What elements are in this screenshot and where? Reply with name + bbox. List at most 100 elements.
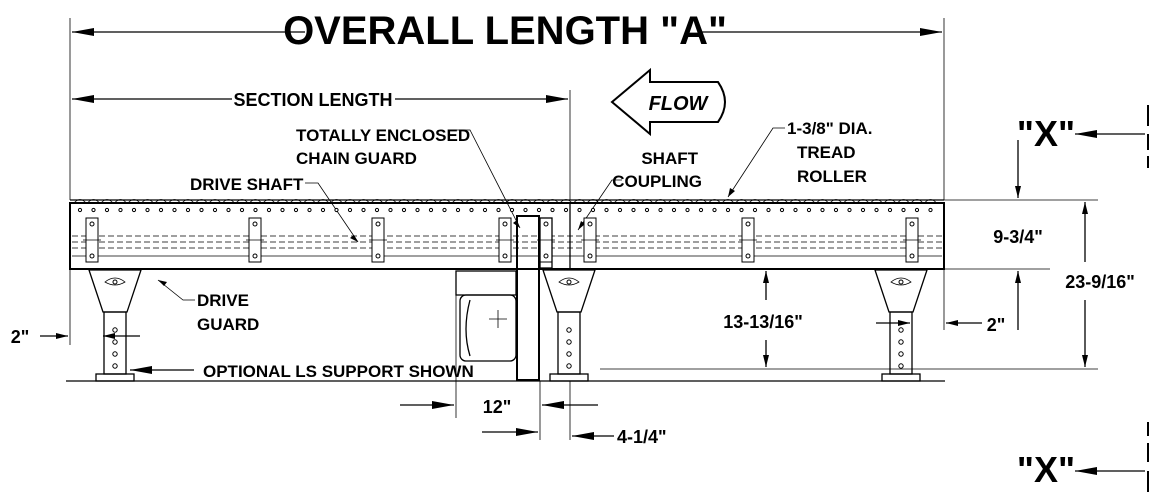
roller-axle bbox=[563, 207, 569, 213]
roller-axle bbox=[118, 207, 123, 213]
roller-axle bbox=[199, 207, 204, 213]
tread-roller bbox=[438, 199, 451, 204]
tread-roller bbox=[829, 199, 843, 204]
section-length-dimension: SECTION LENGTH bbox=[72, 90, 571, 200]
bracket-bolt bbox=[252, 253, 258, 259]
left-overhang-dimension: 2" bbox=[11, 269, 140, 347]
tread-roller bbox=[411, 199, 424, 204]
tread-roller bbox=[735, 199, 748, 204]
tread-roller bbox=[532, 199, 546, 204]
right-overhang-dimension: 2" bbox=[876, 269, 1005, 335]
floor-support bbox=[88, 269, 142, 382]
roller-axle bbox=[185, 207, 191, 213]
roller-axle bbox=[496, 207, 501, 213]
right-overhang-label: 2" bbox=[987, 315, 1006, 335]
flow-arrow: FLOW bbox=[610, 67, 726, 137]
optional-support-label: OPTIONAL LS SUPPORT SHOWN bbox=[203, 362, 474, 381]
tread-roller bbox=[289, 199, 303, 204]
bracket-bolt bbox=[909, 221, 915, 227]
tread-roller bbox=[195, 199, 208, 204]
tread-roller bbox=[343, 199, 357, 204]
shaft-coupling-callout: SHAFT COUPLING bbox=[577, 149, 702, 231]
roller-axle bbox=[158, 207, 164, 213]
tread-roller bbox=[384, 199, 397, 204]
tread-roller bbox=[856, 199, 870, 204]
adjust-hole bbox=[898, 339, 904, 345]
tread-roller bbox=[708, 199, 721, 204]
tread-roller bbox=[100, 199, 114, 204]
adjust-hole bbox=[898, 363, 904, 369]
tread-roller bbox=[87, 199, 100, 204]
tread-roller bbox=[910, 199, 924, 204]
tread-roller bbox=[316, 199, 330, 204]
bracket-bolt bbox=[89, 253, 95, 259]
roller-axle bbox=[604, 207, 609, 213]
tread-roller bbox=[249, 199, 262, 204]
chain-guard-label-line1: TOTALLY ENCLOSED bbox=[296, 126, 470, 145]
floor-supports bbox=[88, 269, 928, 382]
tread-roller bbox=[235, 199, 249, 204]
shaft-coupling-label-line2: COUPLING bbox=[612, 172, 702, 191]
roller-axle bbox=[77, 207, 83, 213]
bracket-bolt bbox=[543, 221, 549, 227]
support-pin bbox=[112, 279, 118, 285]
roller-axle bbox=[914, 207, 920, 213]
section-marker-bottom: "X" bbox=[1017, 422, 1149, 492]
tread-roller bbox=[573, 199, 586, 204]
support-foot bbox=[881, 373, 921, 382]
roller-axle bbox=[685, 207, 690, 213]
section-marker-bottom-label: "X" bbox=[1017, 449, 1075, 490]
adjust-hole bbox=[898, 327, 904, 333]
roller-axle bbox=[590, 207, 596, 213]
tread-roller bbox=[168, 199, 181, 204]
tread-roller bbox=[843, 199, 856, 204]
tread-roller bbox=[721, 199, 735, 204]
drive-width-dimension: 4-1/4" bbox=[482, 381, 667, 447]
drive-offset-label: 12" bbox=[483, 397, 512, 417]
floor-support bbox=[874, 269, 928, 382]
frame-height-label: 9-3/4" bbox=[993, 227, 1043, 247]
tread-roller bbox=[883, 199, 897, 204]
tread-roller bbox=[492, 199, 505, 204]
roller-axle bbox=[91, 207, 96, 213]
tread-roller bbox=[330, 199, 343, 204]
drive-shaft-callout: DRIVE SHAFT bbox=[190, 175, 359, 243]
drive-guard-callout: DRIVE GUARD bbox=[157, 279, 259, 334]
support-pivot bbox=[558, 277, 580, 286]
roller-axle bbox=[725, 207, 731, 213]
roller-axle bbox=[131, 207, 137, 213]
tread-roller bbox=[613, 199, 627, 204]
roller-axle bbox=[550, 207, 555, 213]
tread-roller bbox=[181, 199, 195, 204]
adjust-hole bbox=[566, 339, 572, 345]
drive-offset-dimension: 12" bbox=[400, 381, 598, 440]
roller-axle bbox=[415, 207, 420, 213]
roller-axle bbox=[766, 207, 771, 213]
tread-roller-label-line1: 1-3/8" DIA. bbox=[787, 119, 873, 138]
floor-support bbox=[542, 269, 596, 382]
roller-axle bbox=[334, 207, 339, 213]
roller-row bbox=[73, 199, 937, 213]
tread-roller bbox=[73, 199, 87, 204]
roller-axle bbox=[388, 207, 393, 213]
roller-axle bbox=[266, 207, 272, 213]
roller-axle bbox=[658, 207, 663, 213]
tread-roller bbox=[141, 199, 154, 204]
drive-unit bbox=[455, 215, 553, 381]
chain-guard-callout: TOTALLY ENCLOSED CHAIN GUARD bbox=[296, 126, 521, 229]
conveyor-frame bbox=[69, 199, 945, 270]
roller-axle bbox=[239, 207, 245, 213]
roller-axle bbox=[280, 207, 285, 213]
section-marker-top: "X" bbox=[1017, 105, 1149, 168]
roller-axle bbox=[779, 207, 785, 213]
bracket-bolt bbox=[587, 253, 593, 259]
tread-roller bbox=[748, 199, 762, 204]
tread-roller bbox=[897, 199, 910, 204]
adjust-hole bbox=[112, 339, 118, 345]
roller-axle bbox=[401, 207, 407, 213]
overall-height-label: 23-9/16" bbox=[1065, 272, 1135, 292]
roller-axle bbox=[455, 207, 461, 213]
tread-roller bbox=[586, 199, 600, 204]
roller-axle bbox=[617, 207, 623, 213]
